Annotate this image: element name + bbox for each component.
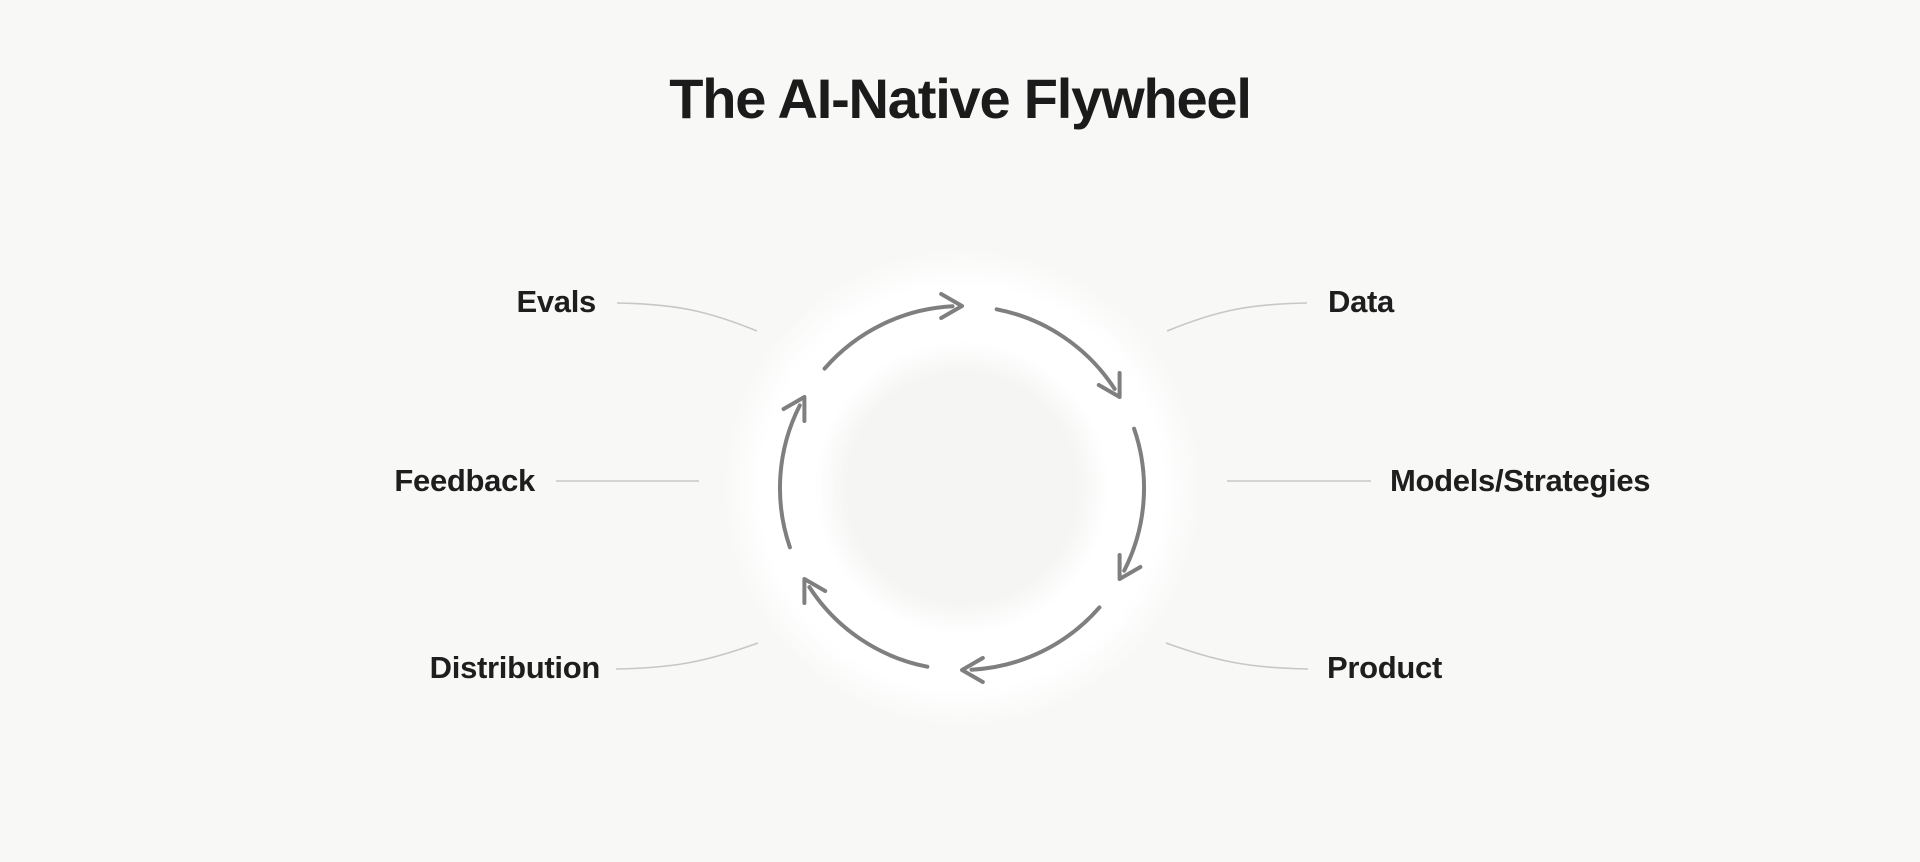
connector-line-product bbox=[1165, 642, 1309, 670]
cycle-arc bbox=[969, 605, 1102, 672]
arrow-head-icon bbox=[960, 656, 985, 684]
node-label-models-strategies: Models/Strategies bbox=[1390, 463, 1651, 498]
cycle-arc bbox=[1122, 426, 1146, 573]
node-label-feedback: Feedback bbox=[394, 463, 535, 498]
cycle-arrow-segment bbox=[1117, 426, 1146, 581]
cycle-arrow-segment bbox=[778, 395, 807, 550]
flywheel-cycle-arrows bbox=[778, 292, 1146, 684]
cycle-arc bbox=[822, 304, 955, 371]
cycle-arrow-segment bbox=[960, 605, 1102, 684]
arrow-head-icon bbox=[1096, 371, 1122, 399]
cycle-arrow-segment bbox=[802, 577, 930, 669]
connector-line-distribution bbox=[615, 642, 759, 670]
cycle-arc bbox=[994, 307, 1117, 391]
cycle-arrow-segment bbox=[822, 292, 964, 371]
node-label-distribution: Distribution bbox=[429, 650, 601, 685]
page-title: The AI-Native Flywheel bbox=[669, 67, 1252, 130]
node-label-data: Data bbox=[1328, 284, 1394, 319]
arrow-head-icon bbox=[781, 395, 807, 423]
node-label-product: Product bbox=[1327, 650, 1443, 685]
node-label-evals: Evals bbox=[516, 284, 596, 319]
cycle-arrow-segment bbox=[994, 307, 1122, 399]
connector-line-data bbox=[1166, 302, 1308, 332]
cycle-arc bbox=[778, 403, 802, 550]
arrow-head-icon bbox=[802, 577, 828, 605]
cycle-arc bbox=[807, 585, 930, 669]
arrow-head-icon bbox=[939, 292, 964, 320]
arrow-head-icon bbox=[1117, 553, 1143, 581]
connector-line-evals bbox=[616, 302, 758, 332]
flywheel-inner-disc bbox=[815, 341, 1109, 635]
